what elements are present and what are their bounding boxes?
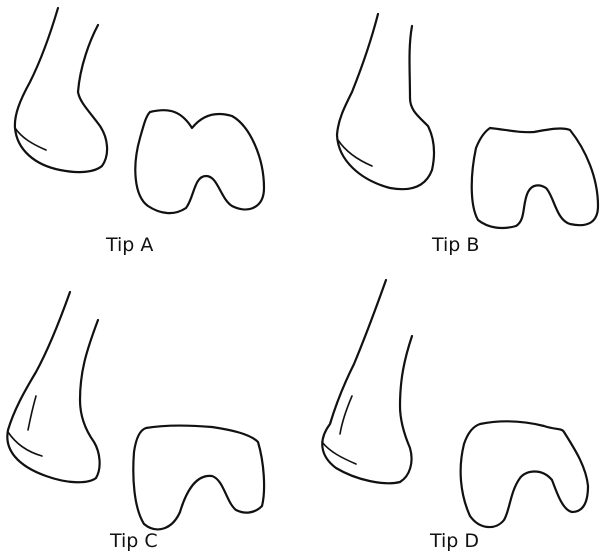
panel-b-femur-axial [472,128,598,228]
panel-d-inner-line [340,396,352,434]
label-tip-d: Tip D [430,530,479,552]
label-tip-c: Tip C [110,530,158,552]
label-tip-a: Tip A [106,234,153,256]
panel-a-femur-axial [135,110,264,213]
panel-a-condyle-line [15,128,46,150]
panel-a-femur-lateral [15,8,107,172]
label-tip-b: Tip B [432,234,479,256]
panel-b-condyle-line [338,140,372,166]
panel-b [337,14,598,228]
panel-a [15,8,264,213]
panel-c-femur-lateral [7,292,99,482]
panel-d-femur-axial [461,421,588,527]
panel-d [322,280,588,527]
panel-c-inner-line [28,396,36,430]
panel-b-femur-lateral [337,14,434,189]
panel-c [7,292,264,529]
panel-c-femur-axial [133,426,264,530]
